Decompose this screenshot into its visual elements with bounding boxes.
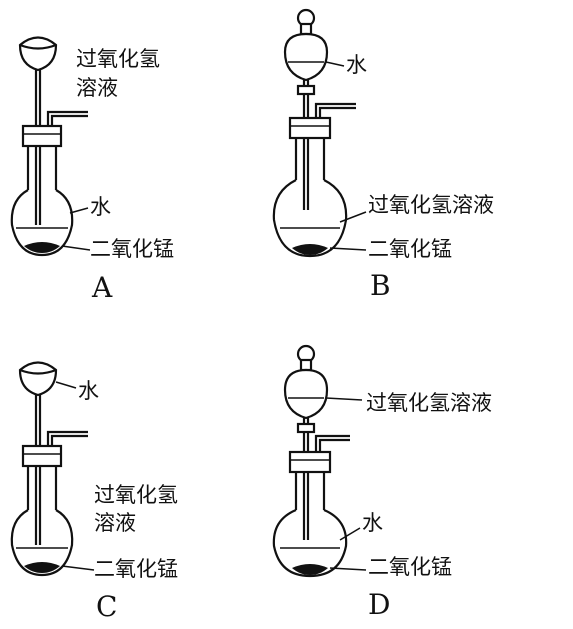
panel-b-funnel-label: 水 — [346, 53, 367, 77]
panel-d-apparatus — [272, 344, 367, 578]
panel-c-funnel-label: 水 — [78, 379, 99, 403]
panel-a-apparatus — [10, 36, 91, 257]
panel-b-flask-label: 过氧化氢溶液 — [368, 193, 494, 217]
panel-d-flask-label: 水 — [362, 511, 383, 535]
panel-d-letter: D — [368, 588, 390, 621]
panel-b-letter: B — [370, 269, 391, 302]
panel-c-apparatus — [10, 361, 95, 577]
panel-a-flask-label: 水 — [90, 195, 111, 219]
panel-d-bottom-label: 二氧化锰 — [368, 555, 452, 579]
panel-a-funnel-label-1: 过氧化氢 — [76, 47, 160, 71]
panel-a-funnel-label-2: 溶液 — [76, 76, 118, 100]
panel-a-bottom-label: 二氧化锰 — [90, 237, 174, 261]
panel-c-flask-label-2: 溶液 — [94, 511, 136, 535]
panel-b-bottom-label: 二氧化锰 — [368, 237, 452, 261]
panel-d-funnel-label: 过氧化氢溶液 — [366, 391, 492, 415]
panel-c-bottom-label: 二氧化锰 — [94, 557, 178, 581]
panel-b-apparatus — [272, 8, 367, 258]
panel-c-letter: C — [96, 590, 117, 623]
panel-a-letter: A — [91, 271, 113, 304]
panel-c-flask-label-1: 过氧化氢 — [94, 483, 178, 507]
